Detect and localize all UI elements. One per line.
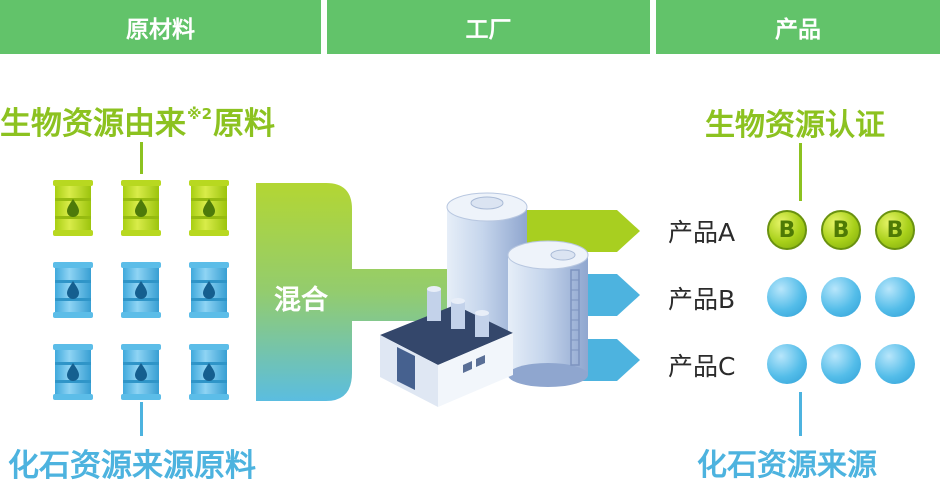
fossil-connector-line	[140, 402, 143, 436]
fossil-barrel-icon	[189, 344, 229, 400]
factory-illustration	[380, 192, 589, 407]
bio-marker-letter: B	[778, 217, 796, 243]
header-raw-materials-label: 原材料	[126, 17, 195, 43]
fossil-source-label: 化石资源来源原料	[8, 440, 256, 485]
bio-cert-label: 生物资源认证	[705, 100, 885, 144]
bio-marker-icon: B	[821, 210, 861, 250]
fossil-barrel-icon	[121, 262, 161, 318]
header-factory-label: 工厂	[465, 17, 512, 43]
fossil-origin-label-text: 化石资源来源	[697, 448, 877, 483]
product-a-label: 产品A	[668, 218, 736, 247]
bio-marker-letter: B	[886, 217, 904, 243]
header-factory: 工厂	[327, 0, 650, 54]
mix-label: 混合	[274, 285, 328, 316]
bio-barrel-icon	[53, 180, 93, 236]
bio-connector-line	[140, 142, 143, 174]
header-raw-materials: 原材料	[0, 0, 321, 54]
bio-cert-label-text: 生物资源认证	[705, 108, 885, 143]
fossil-dot-icon	[767, 277, 807, 317]
product-b-label: 产品B	[668, 285, 736, 314]
fossil-barrel-icon	[53, 344, 93, 400]
bio-source-label-text: 生物资源由来	[0, 106, 186, 142]
fossil-dot-icon	[767, 344, 807, 384]
bio-barrel-icon	[189, 180, 229, 236]
fossil-origin-connector-line	[799, 392, 802, 436]
fossil-barrel-icon	[121, 344, 161, 400]
mixing-flow-shape	[256, 183, 466, 401]
bio-barrel-icon	[121, 180, 161, 236]
bio-source-label-suffix: 原料	[213, 106, 276, 142]
fossil-dot-icon	[821, 344, 861, 384]
product-c-label: 产品C	[668, 352, 736, 381]
fossil-dot-icon	[821, 277, 861, 317]
header-products-label: 产品	[775, 17, 821, 43]
fossil-origin-label: 化石资源来源	[697, 440, 877, 484]
fossil-dot-icon	[875, 277, 915, 317]
header-products: 产品	[656, 0, 940, 54]
bio-cert-connector-line	[799, 143, 802, 201]
bio-marker-icon: B	[767, 210, 807, 250]
bio-marker-icon: B	[875, 210, 915, 250]
fossil-barrel-icon	[189, 262, 229, 318]
bio-marker-letter: B	[832, 217, 850, 243]
bio-source-label: 生物资源由来※2原料	[0, 98, 275, 143]
fossil-barrel-icon	[53, 262, 93, 318]
fossil-source-label-text: 化石资源来源原料	[8, 448, 256, 484]
fossil-dot-icon	[875, 344, 915, 384]
bio-source-note: ※2	[187, 105, 213, 123]
